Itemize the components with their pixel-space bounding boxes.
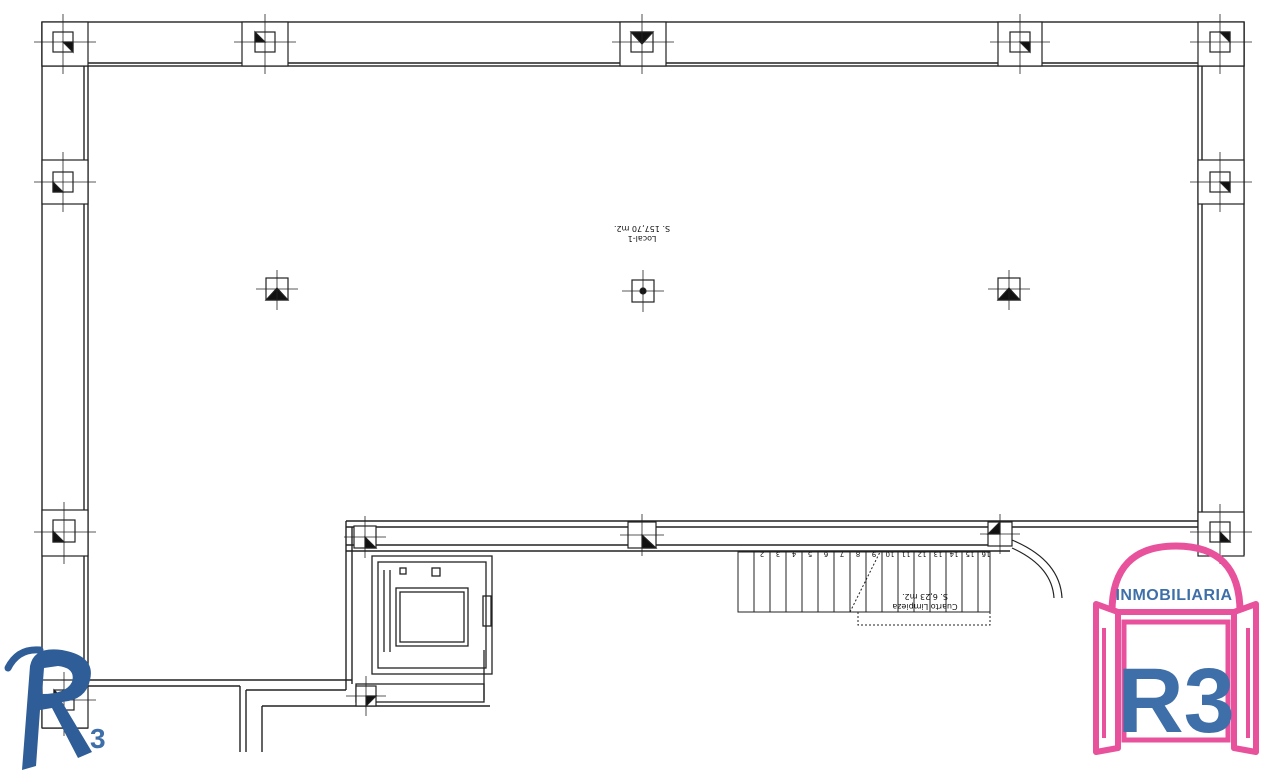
stair-step-numbers: 16 15 14 13 12 11 10 9 8 7 6 5 4 3 2 [760,550,991,558]
stair-step-number: 14 [949,550,958,558]
main-room-surface: S. 157,70 m2. [614,224,670,233]
column [41,21,89,67]
stair-step-number: 4 [791,550,796,558]
cleaning-room-name: Cuarto Limpieza [892,602,957,611]
logo-left-subscript: 3 [90,723,106,754]
stair-step-number: 13 [934,550,943,558]
cleaning-room-label: Cuarto Limpieza S. 6,23 m2. [892,592,957,611]
wall-bottom-left [42,679,490,752]
stair-step-number: 16 [981,550,990,558]
stair-step-number: 9 [872,550,876,558]
wall-left [41,22,89,728]
stair-step-number: 5 [808,550,812,558]
column [1197,21,1245,67]
logo-right-mark: R3 [1117,650,1235,752]
main-room-label: Local-1 S. 157,70 m2. [614,224,670,243]
logo-right-frame [1093,601,1259,755]
stair-step-number: 11 [902,550,911,558]
logo-right-word: INMOBILIARIA [1115,587,1232,604]
stair-step-number: 6 [823,550,828,558]
stair-step-number: 10 [886,550,895,558]
door-swing [1011,539,1063,599]
main-room-name: Local-1 [628,234,657,243]
stair-step-number: 2 [760,550,764,558]
column [619,21,667,67]
logo-left: 3 [4,646,106,770]
stair-step-number: 15 [966,550,975,558]
cleaning-room [849,551,991,626]
stair-step-number: 3 [776,550,780,558]
column [41,509,89,557]
stair-step-number: 12 [918,550,927,558]
column-axes [34,14,1252,736]
wall-inner-bottom [345,520,1198,690]
stair-step-number: 7 [840,550,844,558]
logo-right: INMOBILIARIA R3 [1093,542,1259,755]
wall-right [1197,22,1245,556]
elevator-shaft [355,555,493,703]
columns [41,21,1245,729]
cleaning-room-surface: S. 6,23 m2. [902,592,948,601]
logo-left-r [22,649,92,770]
stair-step-number: 8 [856,550,860,558]
logo-right-arch [1108,542,1244,613]
